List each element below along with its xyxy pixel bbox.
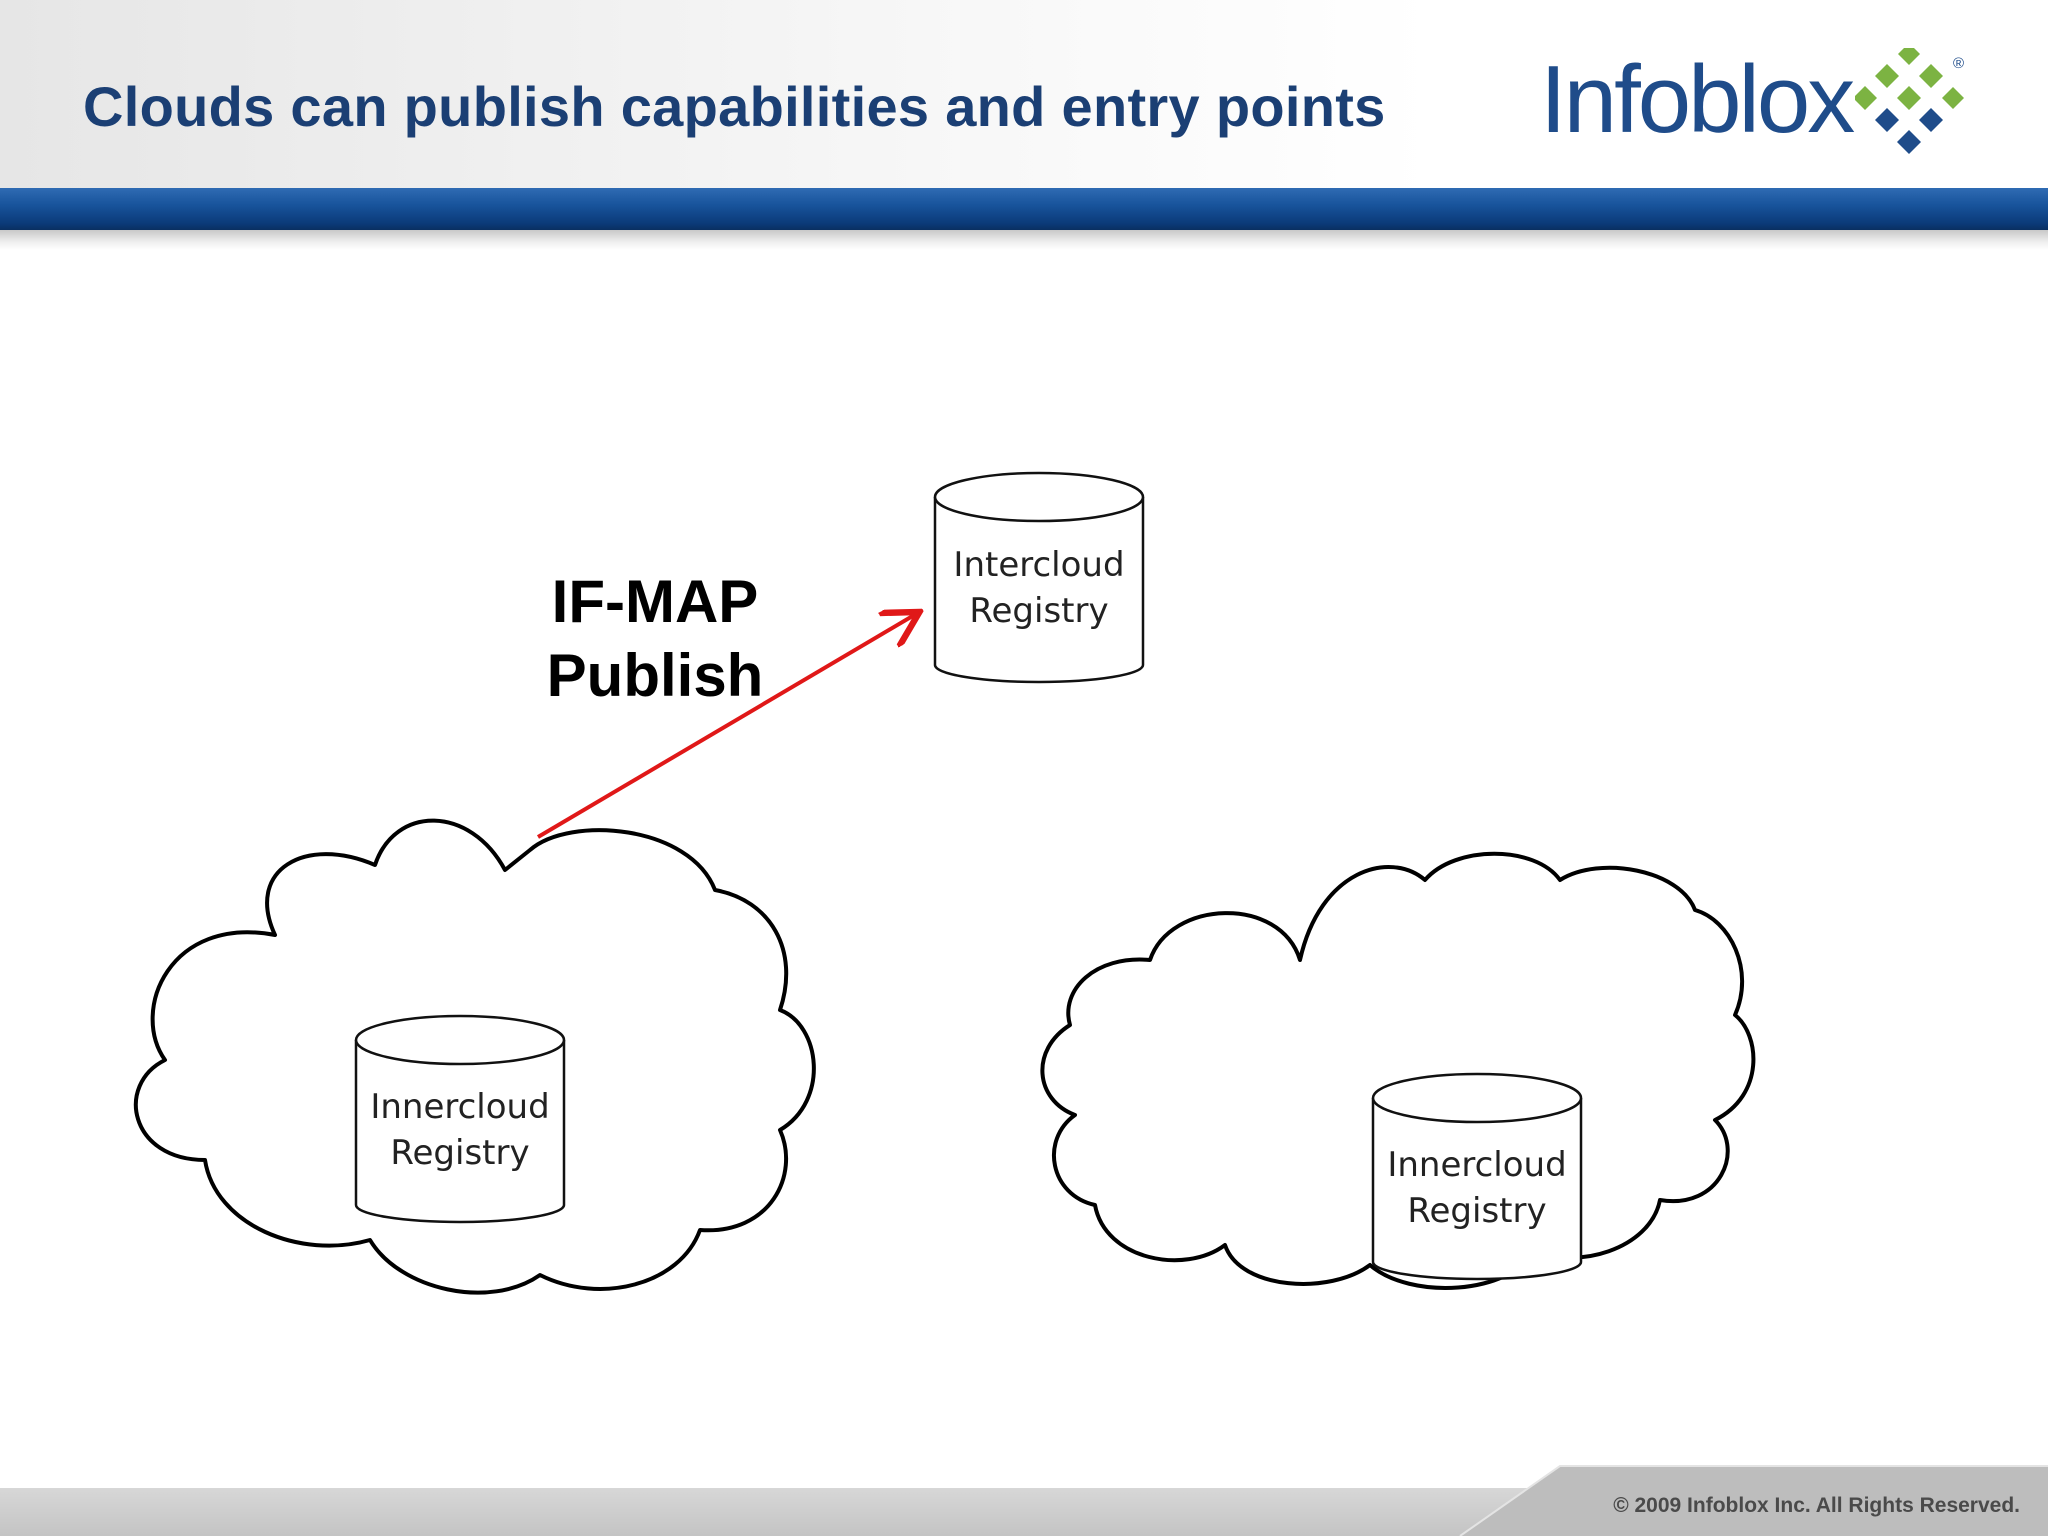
infoblox-logo: Infoblox ® bbox=[1535, 48, 1965, 158]
right-innercloud-registry-cylinder bbox=[1371, 1072, 1583, 1281]
registered-mark: ® bbox=[1953, 55, 1964, 72]
slide-header bbox=[0, 0, 2048, 190]
header-bar-shadow bbox=[0, 230, 2048, 250]
right-cloud bbox=[1040, 921, 1300, 1010]
right-registry-line2: Registry bbox=[1407, 1191, 1547, 1231]
logo-wordmark: Infoblox bbox=[1540, 46, 1855, 153]
arrow-label-line1: IF-MAP bbox=[551, 568, 759, 635]
if-map-publish-label: IF-MAP Publish bbox=[530, 565, 780, 713]
arrow-label-line2: Publish bbox=[546, 642, 764, 709]
left-innercloud-registry-cylinder bbox=[354, 1014, 566, 1224]
intercloud-registry-line1: Intercloud bbox=[953, 545, 1125, 585]
intercloud-registry-label: Intercloud Registry bbox=[934, 542, 1144, 634]
left-registry-line1: Innercloud bbox=[370, 1087, 550, 1127]
right-registry-line1: Innercloud bbox=[1387, 1145, 1567, 1185]
header-bar bbox=[0, 188, 2048, 230]
intercloud-registry-cylinder bbox=[933, 471, 1145, 684]
diamond-grid-icon: ® bbox=[1855, 48, 1964, 154]
intercloud-registry-line2: Registry bbox=[969, 591, 1109, 631]
if-map-publish-arrow bbox=[536, 614, 916, 839]
left-cloud bbox=[133, 818, 816, 1295]
slide-title: Clouds can publish capabilities and entr… bbox=[83, 75, 1386, 138]
left-registry-line2: Registry bbox=[390, 1133, 530, 1173]
left-innercloud-registry-label: Innercloud Registry bbox=[355, 1084, 565, 1176]
right-innercloud-registry-label: Innercloud Registry bbox=[1372, 1142, 1582, 1234]
copyright-notice: © 2009 Infoblox Inc. All Rights Reserved… bbox=[1613, 1494, 2020, 1517]
